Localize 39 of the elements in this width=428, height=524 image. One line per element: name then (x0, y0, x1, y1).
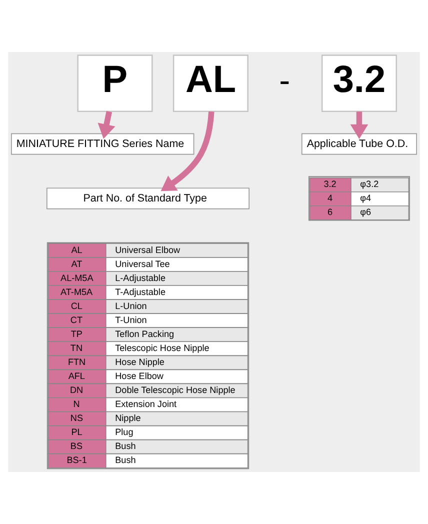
label: BS-1 (66, 455, 87, 466)
label: PL (71, 427, 82, 438)
label: DN (70, 385, 84, 396)
label: FTN (68, 356, 86, 367)
label: CT (70, 314, 83, 325)
label: NS (70, 413, 84, 424)
label: Hose Elbow (115, 371, 164, 382)
label: AFL (68, 371, 85, 382)
label: - (279, 62, 290, 99)
label: Universal Tee (115, 258, 170, 269)
label: Plug (115, 427, 134, 438)
label: 6 (327, 207, 333, 218)
label: AL (71, 244, 82, 255)
label: Extension Joint (115, 399, 177, 410)
label: Doble Telescopic Hose Nipple (115, 385, 236, 396)
label: φ6 (360, 207, 372, 218)
label: Teflon Packing (115, 328, 174, 339)
label: TP (70, 328, 82, 339)
label: Telescopic Hose Nipple (115, 342, 210, 353)
label: L-Union (115, 300, 147, 311)
label: Nipple (115, 413, 141, 424)
label: φ4 (360, 193, 372, 204)
label: TN (70, 342, 83, 353)
label: AT-M5A (60, 286, 93, 297)
label: Bush (115, 441, 136, 452)
label: N (73, 399, 80, 410)
label: 3.2 (324, 179, 336, 190)
label: T-Adjustable (115, 286, 166, 297)
label: CL (70, 300, 82, 311)
label: AL-M5A (60, 272, 94, 283)
label: Hose Nipple (115, 356, 164, 367)
label: L-Adjustable (115, 272, 166, 283)
label: T-Union (115, 314, 147, 325)
label: BS (70, 441, 83, 452)
label: AT (71, 258, 82, 269)
label: Bush (115, 455, 136, 466)
label: φ3.2 (360, 179, 379, 190)
label: 4 (327, 193, 333, 204)
label: Universal Elbow (115, 244, 180, 255)
